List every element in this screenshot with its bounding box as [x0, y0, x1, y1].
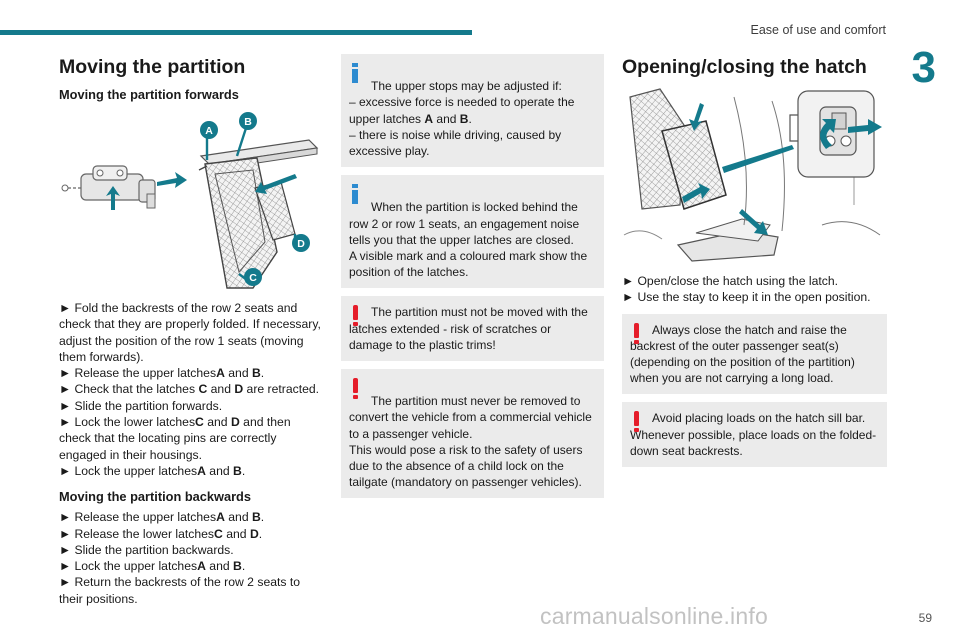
warning-icon: [633, 411, 639, 433]
latch-arrow-right-icon: [157, 172, 187, 188]
warning-box-close-hatch: Always close the hatch and raise the bac…: [622, 313, 887, 395]
step-check-lower: ► Check that the latches C and D are ret…: [59, 382, 320, 397]
hatch-title: Opening/closing the hatch: [622, 56, 867, 78]
step-lock-lower: ► Lock the lower latchesC and D and then…: [59, 415, 291, 462]
back-step-lock-upper: ► Lock the upper latchesA and B.: [59, 559, 246, 574]
hatch-arrow-open-icon: [739, 209, 768, 235]
hatch-step-stay: ► Use the stay to keep it in the open po…: [622, 290, 871, 305]
hatch-arrow-down-icon: [682, 183, 710, 203]
partition-frame-icon: [198, 139, 319, 289]
latch-detail-icon: [789, 90, 875, 178]
svg-text:A: A: [205, 125, 213, 137]
chapter-number: 3: [911, 43, 936, 92]
step-slide-forwards: ► Slide the partition forwards.: [59, 398, 223, 413]
callout-d: D: [292, 234, 310, 252]
step-fold-backrests: ► Fold the backrests of the row 2 seats …: [59, 301, 321, 364]
svg-text:D: D: [297, 238, 305, 250]
latch-mechanism-icon: [61, 165, 156, 209]
warning-icon: [633, 322, 639, 345]
slide-arrow-icon: [255, 174, 297, 194]
forwards-heading: Moving the partition forwards: [59, 87, 239, 102]
warning-box-latches: The partition must not be moved with the…: [341, 296, 604, 362]
callout-a: A: [200, 121, 218, 139]
right-column: Opening/closing the hatch: [622, 56, 887, 468]
back-step-slide: ► Slide the partition backwards.: [59, 542, 234, 557]
hatch-step-open-close: ► Open/close the hatch using the latch.: [622, 274, 838, 288]
step-release-upper: ► Release the upper latchesA and B.: [59, 366, 265, 381]
middle-column: The upper stops may be adjusted if: – ex…: [341, 54, 604, 499]
svg-text:C: C: [249, 272, 257, 284]
seat-and-hatch-icon: [623, 88, 881, 262]
back-step-release-upper: ► Release the upper latchesA and B.: [59, 510, 265, 525]
warning-box-sill-bar: Avoid placing loads on the hatch sill ba…: [622, 402, 887, 468]
info-icon: [352, 184, 358, 205]
warning-box-removal: The partition must never be removed to c…: [341, 369, 604, 499]
partition-illustration: A B D C: [61, 112, 319, 289]
section-title: Ease of use and comfort: [750, 23, 887, 37]
latch-turn-arrow-icon: [820, 119, 836, 149]
latch-slide-arrow-icon: [848, 119, 882, 135]
header-accent-bar: [0, 30, 472, 35]
backwards-heading: Moving the partition backwards: [59, 489, 251, 505]
info-box-engagement: When the partition is locked behind the …: [341, 175, 604, 289]
watermark: carmanualsonline.info: [540, 603, 768, 629]
left-column: Moving the partition Moving the partitio…: [59, 56, 325, 607]
hatch-arrow-top-icon: [689, 103, 704, 131]
info-icon: [352, 63, 358, 83]
info-box-upper-stops: The upper stops may be adjusted if: – ex…: [341, 54, 604, 168]
warning-icon: [352, 305, 358, 327]
pointer-line-icon: [722, 145, 794, 173]
callout-c: C: [244, 268, 262, 286]
latch-arrow-up-icon: [106, 186, 120, 210]
back-step-return-backrests: ► Return the backrests of the row 2 seat…: [59, 575, 301, 606]
hatch-illustration: [623, 88, 882, 262]
page-number: 59: [918, 611, 932, 625]
partition-title: Moving the partition: [59, 56, 246, 78]
callout-b: B: [239, 112, 257, 130]
svg-text:B: B: [244, 116, 252, 128]
warning-icon: [352, 378, 358, 400]
step-lock-upper: ► Lock the upper latchesA and B.: [59, 463, 246, 478]
back-step-release-lower: ► Release the lower latchesC and D.: [59, 526, 263, 541]
